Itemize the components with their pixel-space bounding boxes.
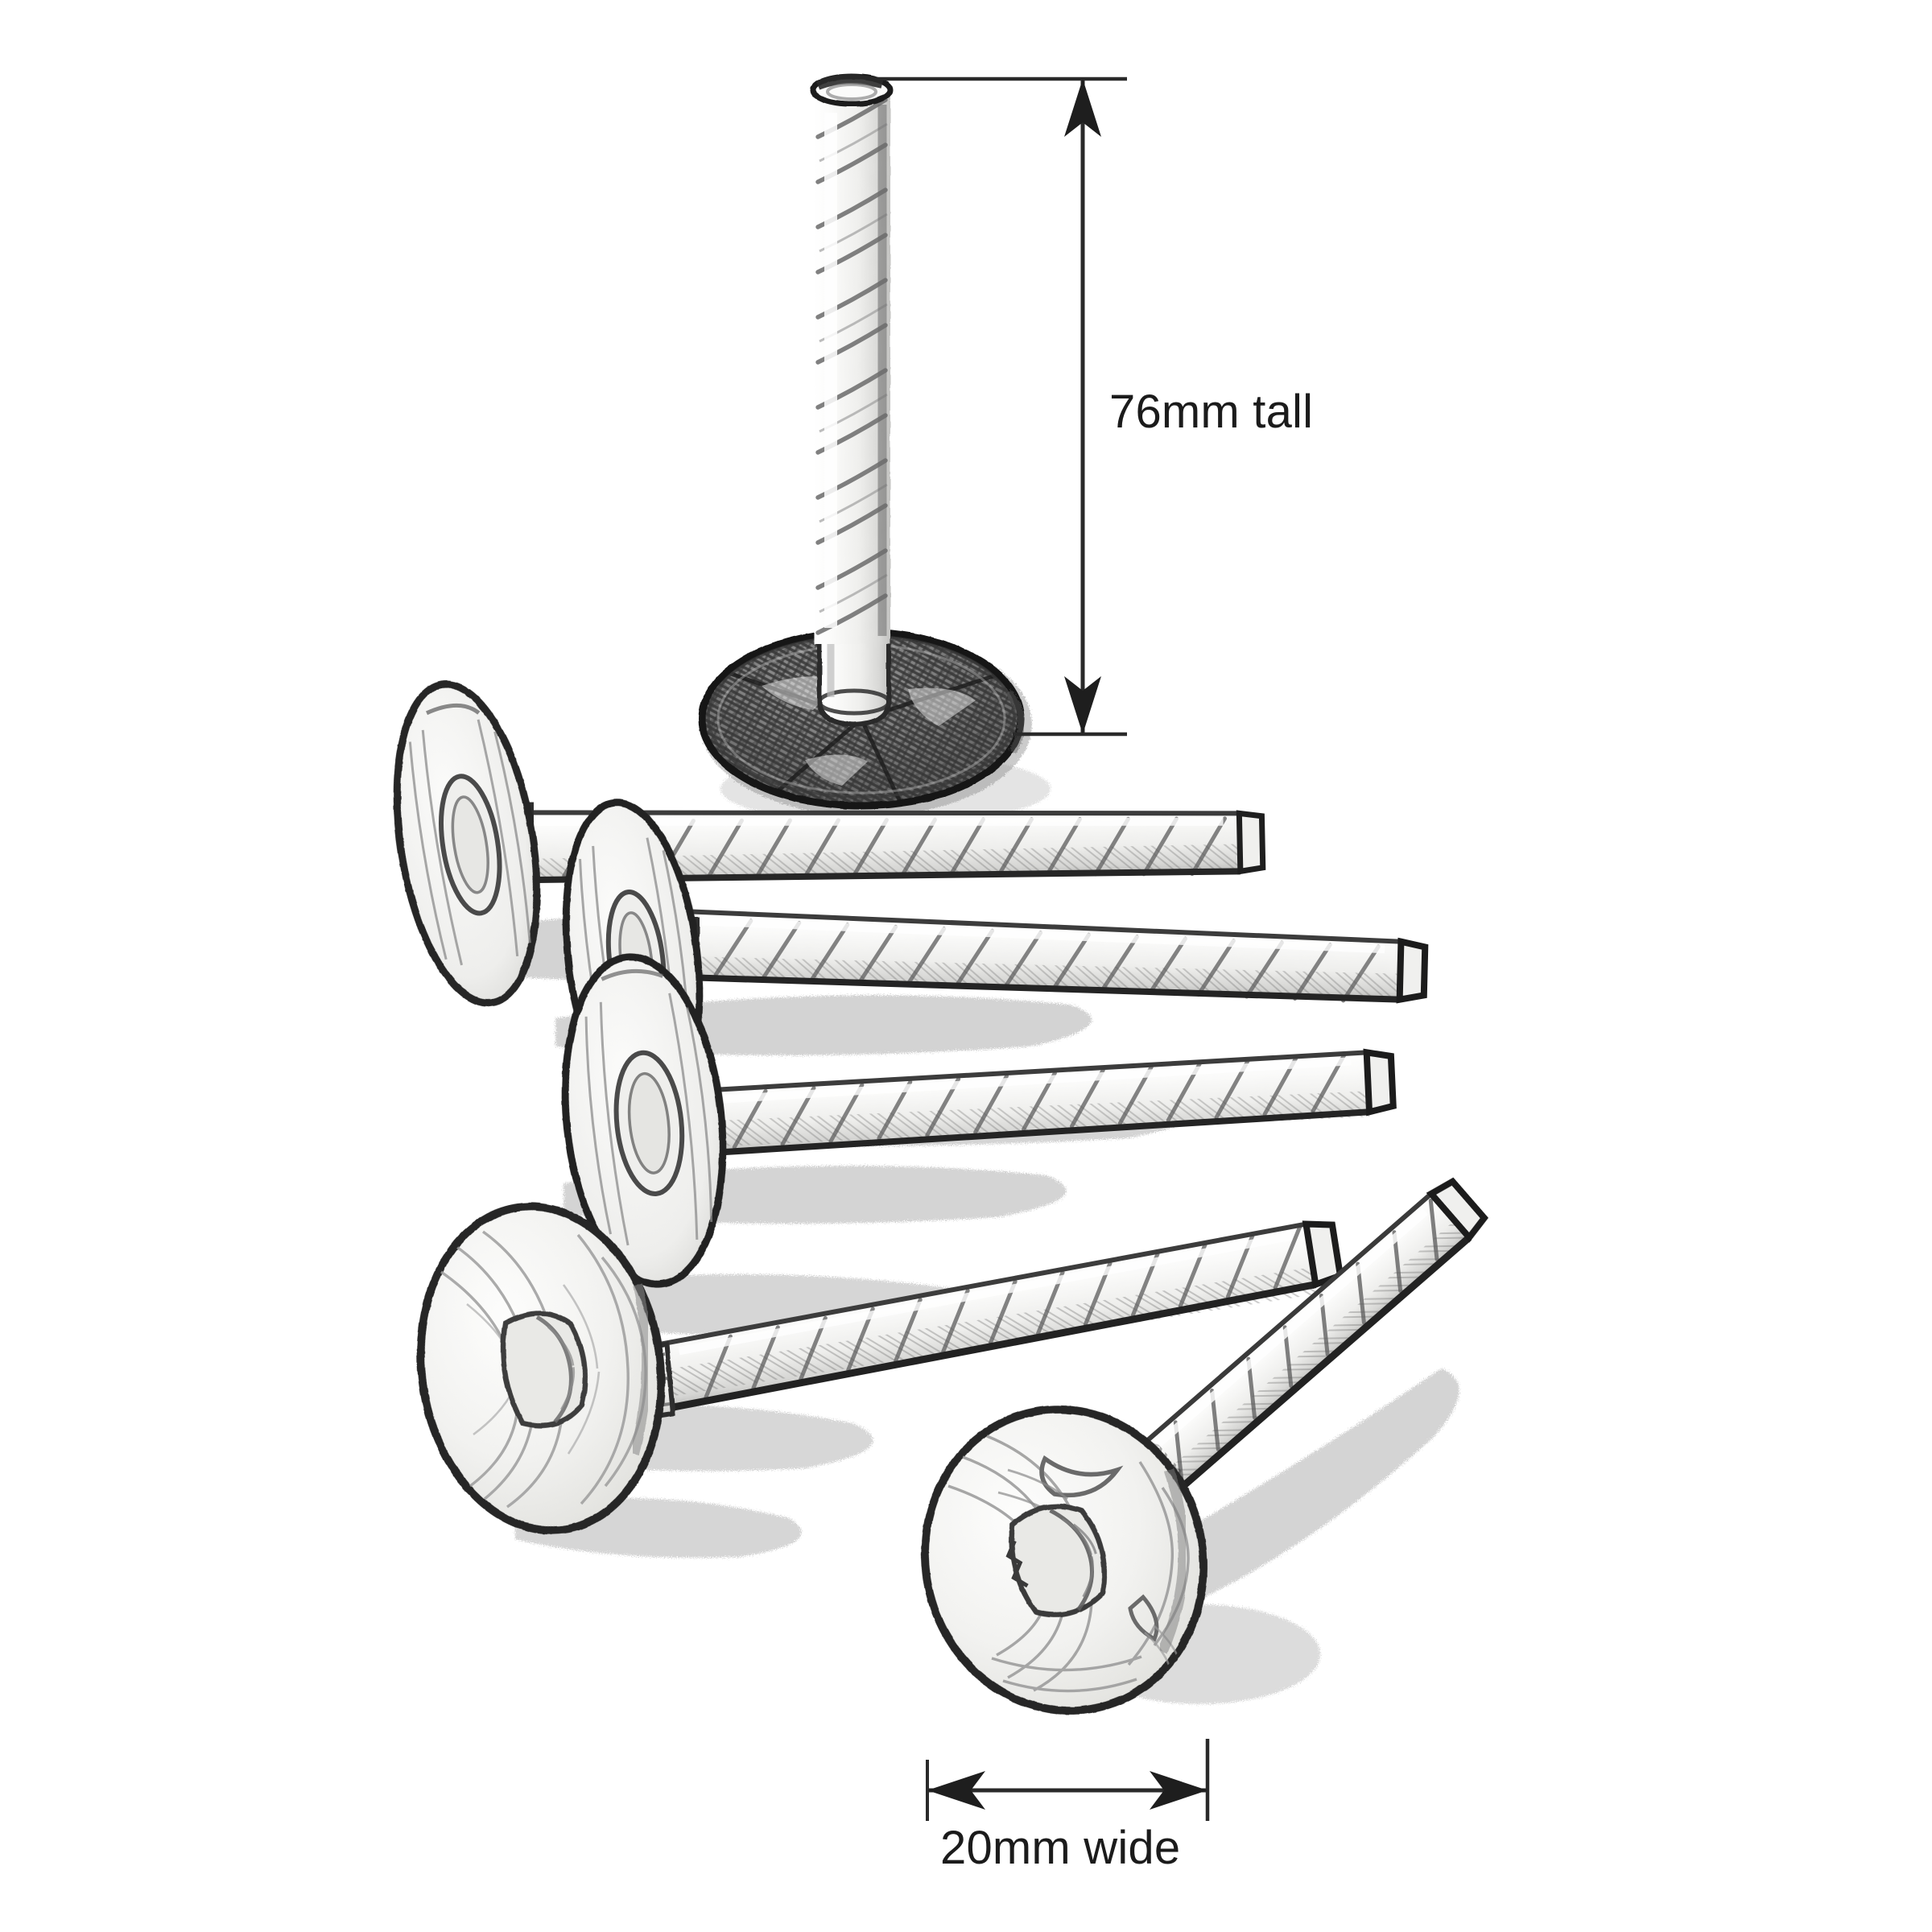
lying-nail-4-shaft: [656, 1220, 1344, 1412]
lying-nail-3: [561, 953, 1397, 1288]
height-dimension-label: 76mm tall: [1109, 386, 1314, 438]
standing-nail-head: [698, 628, 1032, 816]
width-dimension: [926, 1739, 1210, 1821]
lying-nail-1-head: [393, 680, 541, 1007]
lying-nail-3-head: [561, 953, 727, 1288]
arrow-up-icon: [1064, 79, 1101, 137]
arrow-left-icon: [927, 1771, 985, 1810]
lying-nail-3-shaft: [691, 1048, 1397, 1158]
lying-nail-4-head: [416, 1202, 666, 1535]
foreground-nail-head: [921, 1405, 1208, 1715]
height-dimension: [877, 76, 1127, 737]
lying-nail-4: [416, 1202, 1344, 1535]
standing-nail: [698, 73, 1032, 816]
arrow-right-icon: [1150, 1771, 1208, 1810]
arrow-down-icon: [1064, 676, 1101, 734]
standing-nail-shaft: [810, 73, 894, 644]
lying-nail-2-shaft: [675, 908, 1429, 1004]
standing-nail-collar: [817, 634, 891, 728]
width-dimension-label: 20mm wide: [940, 1822, 1181, 1874]
foreground-nail: [921, 1177, 1489, 1715]
